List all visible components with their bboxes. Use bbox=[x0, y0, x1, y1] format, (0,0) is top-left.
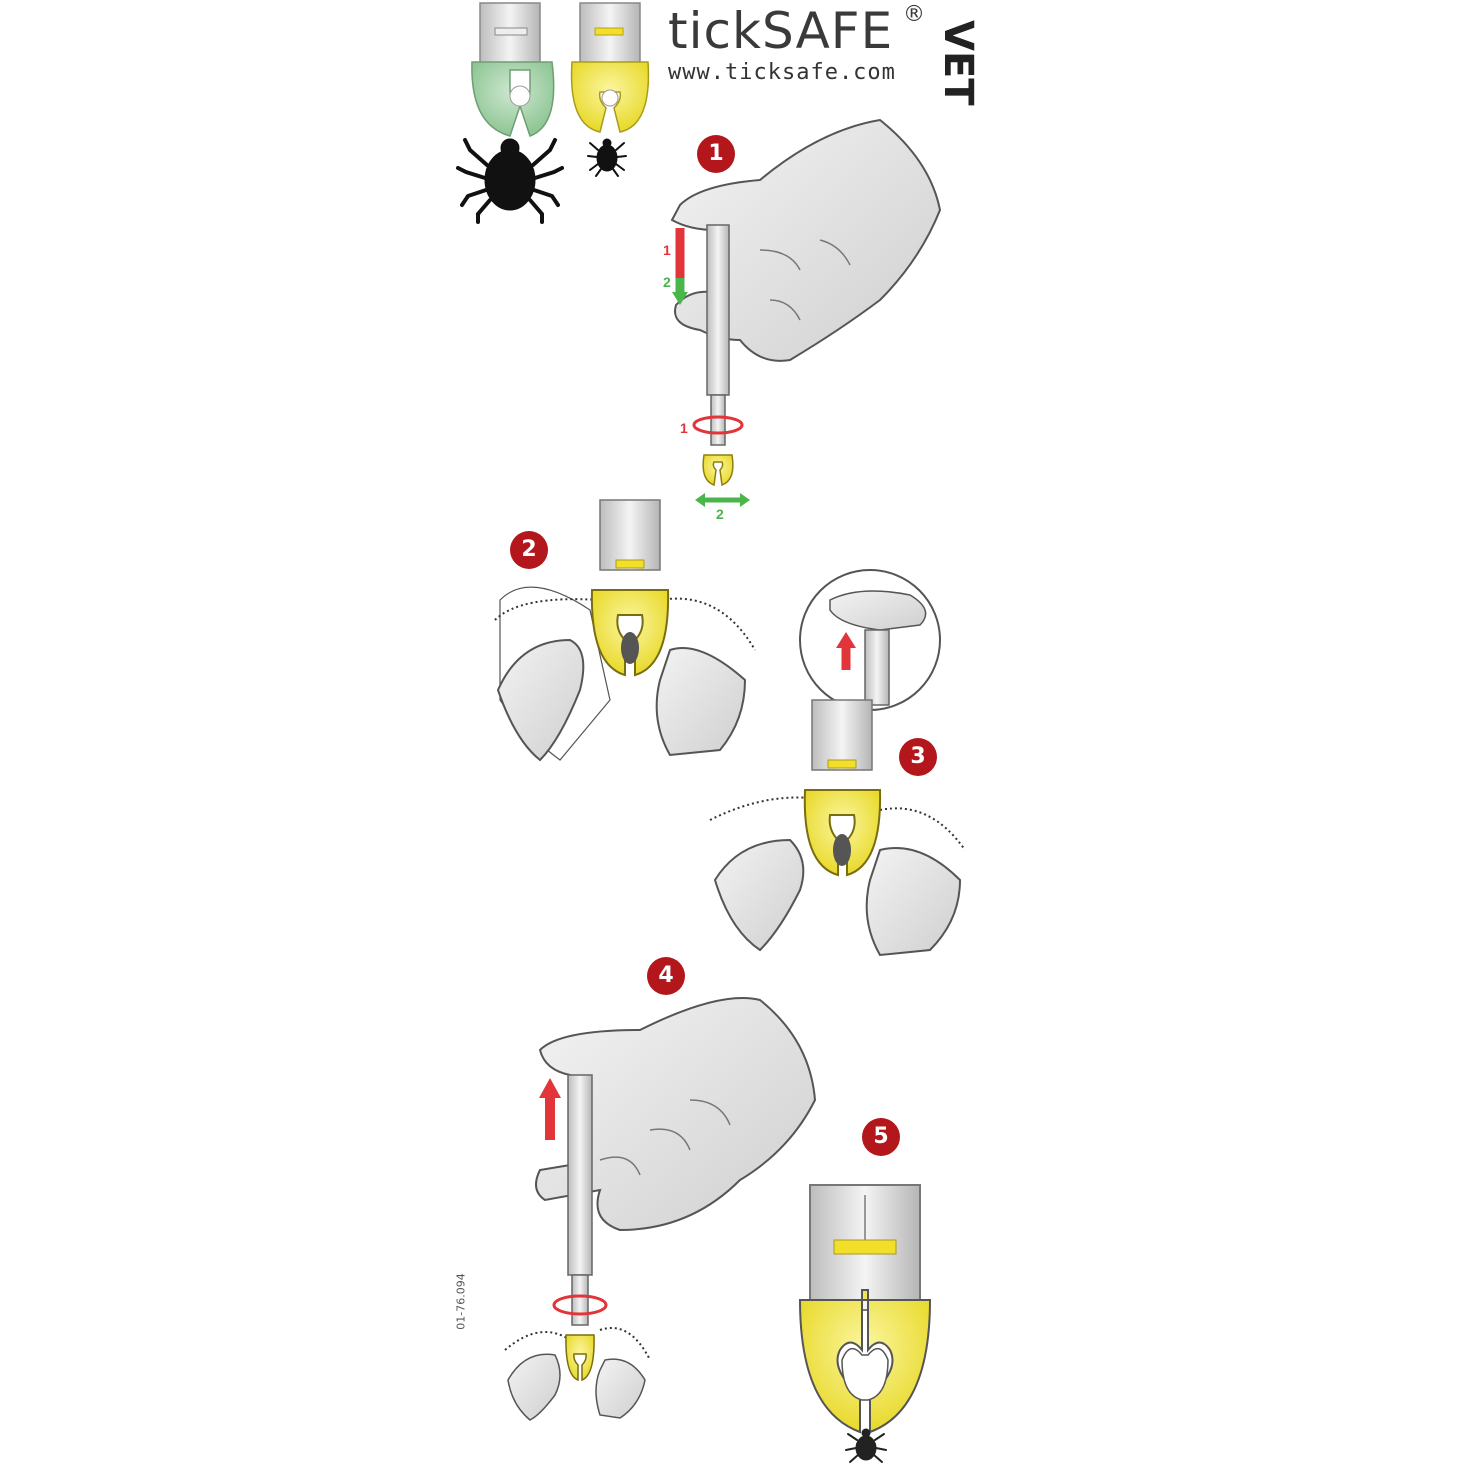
spread-label: 2 bbox=[716, 506, 724, 522]
step1-illustration bbox=[670, 118, 942, 507]
step-1-badge: 1 bbox=[697, 135, 735, 173]
brand-logo-text: tickSAFE bbox=[668, 2, 894, 60]
step-4-badge: 4 bbox=[647, 957, 685, 995]
step-2-badge: 2 bbox=[510, 531, 548, 569]
push-down-label-2: 2 bbox=[663, 274, 671, 290]
product-code: 01-76.094 bbox=[454, 1273, 468, 1330]
step-3-badge: 3 bbox=[899, 738, 937, 776]
step3-illustration bbox=[709, 569, 966, 957]
registered-mark: ® bbox=[903, 2, 925, 27]
green-tip-tool bbox=[471, 2, 555, 137]
large-tick-icon bbox=[456, 138, 564, 224]
removed-tick-icon bbox=[845, 1428, 887, 1463]
step2-illustration bbox=[494, 499, 756, 762]
push-down-label-1: 1 bbox=[663, 242, 671, 258]
rotate-label: 1 bbox=[680, 420, 688, 436]
yellow-tip-tool bbox=[570, 2, 650, 133]
brand-url: www.ticksafe.com bbox=[668, 60, 896, 85]
step4-illustration bbox=[504, 997, 817, 1421]
step-5-badge: 5 bbox=[862, 1118, 900, 1156]
vet-label: VET bbox=[935, 20, 981, 106]
small-tick-icon bbox=[587, 138, 627, 177]
step5-illustration bbox=[798, 1184, 932, 1463]
